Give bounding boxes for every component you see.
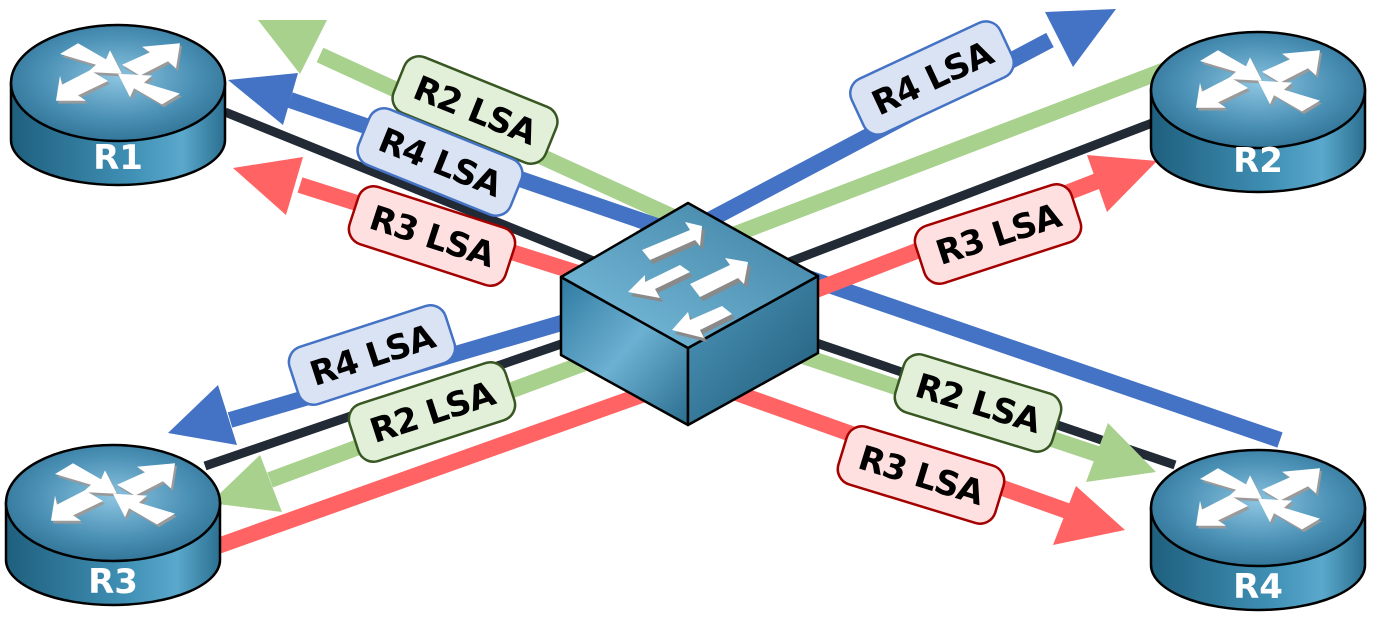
router-top	[9, 23, 227, 143]
router-r3[interactable]: R3	[4, 443, 222, 607]
router-r2[interactable]: R2	[1149, 30, 1367, 194]
switch-arrows-icon	[628, 222, 751, 342]
router-label: R2	[1233, 141, 1283, 181]
router-label: R3	[88, 562, 138, 602]
router-label: R4	[1233, 567, 1283, 607]
arrow-red-from-r3	[215, 384, 653, 554]
router-top	[1149, 448, 1367, 568]
router-r4[interactable]: R4	[1149, 448, 1367, 612]
lsa-label-r3-to-r2: R3 LSA	[913, 183, 1083, 285]
lsa-label-r4-to-r2: R4 LSA	[849, 20, 1015, 136]
arrow-green-to-r2	[717, 62, 1168, 248]
lsa-label-r2-to-r4: R2 LSA	[893, 353, 1063, 453]
router-r1[interactable]: R1	[9, 23, 227, 187]
router-label: R1	[93, 138, 143, 178]
router-top	[1149, 30, 1367, 150]
switch[interactable]	[559, 201, 820, 427]
router-top	[4, 443, 222, 563]
lsa-labels: R2 LSA R4 LSA R3 LSA R4 LSA R3 LSA R4 LS…	[287, 20, 1083, 525]
lsa-label-r3-to-r4: R3 LSA	[836, 425, 1006, 525]
